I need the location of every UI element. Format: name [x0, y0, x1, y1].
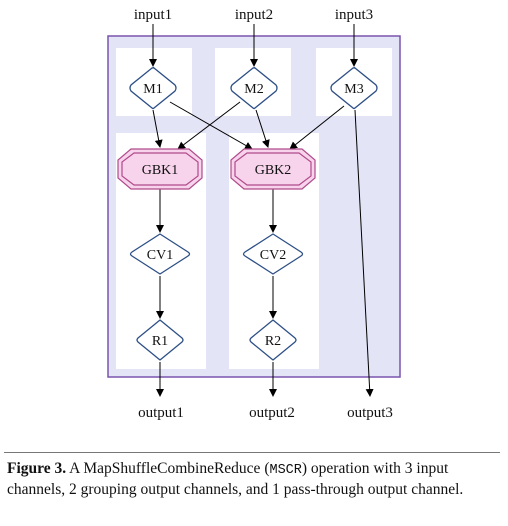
caption-text-after: ) operation with 3 input channels, 2 gro…	[7, 460, 464, 498]
figure-caption: Figure 3. A MapShuffleCombineReduce (MSC…	[7, 459, 499, 499]
input2-label: input2	[235, 7, 273, 23]
node-cv1-label: CV1	[147, 248, 173, 263]
edge-m3-output3	[354, 109, 374, 397]
output2-label: output2	[249, 405, 295, 421]
edge-m1-gbk2	[169, 101, 253, 150]
edge-m2-gbk2	[255, 109, 270, 148]
mscr-diagram: M1 M2 M3 GBK1 GBK2 CV1 CV2 R1 R2 input1 …	[107, 7, 401, 421]
node-m3: M3	[330, 66, 378, 110]
node-cv2: CV2	[242, 233, 304, 275]
node-r2-label: R2	[265, 334, 281, 349]
input1-label: input1	[134, 7, 172, 23]
node-gbk1: GBK1	[117, 148, 203, 190]
node-gbk2: GBK2	[230, 148, 316, 190]
node-m1: M1	[129, 66, 177, 110]
node-r2: R2	[249, 319, 297, 361]
edge-m3-gbk2	[289, 105, 345, 150]
caption-divider	[4, 452, 500, 453]
node-gbk1-label: GBK1	[142, 163, 179, 178]
output3-label: output3	[347, 405, 393, 421]
input3-label: input3	[335, 7, 373, 23]
edge-m1-gbk1	[152, 109, 163, 148]
node-m3-label: M3	[344, 82, 363, 97]
node-gbk2-label: GBK2	[255, 163, 292, 178]
figure-label: Figure 3.	[7, 460, 67, 477]
node-r1-label: R1	[152, 334, 168, 349]
output1-label: output1	[138, 405, 184, 421]
caption-text-before: A MapShuffleCombineReduce (	[69, 460, 270, 477]
node-cv1: CV1	[129, 233, 191, 275]
node-m2-label: M2	[244, 82, 263, 97]
edges	[149, 24, 374, 397]
node-m1-label: M1	[143, 82, 162, 97]
caption-code: MSCR	[269, 463, 302, 478]
node-cv2-label: CV2	[260, 248, 286, 263]
node-m2: M2	[230, 66, 278, 110]
edge-m2-gbk1	[177, 101, 241, 150]
node-r1: R1	[136, 319, 184, 361]
